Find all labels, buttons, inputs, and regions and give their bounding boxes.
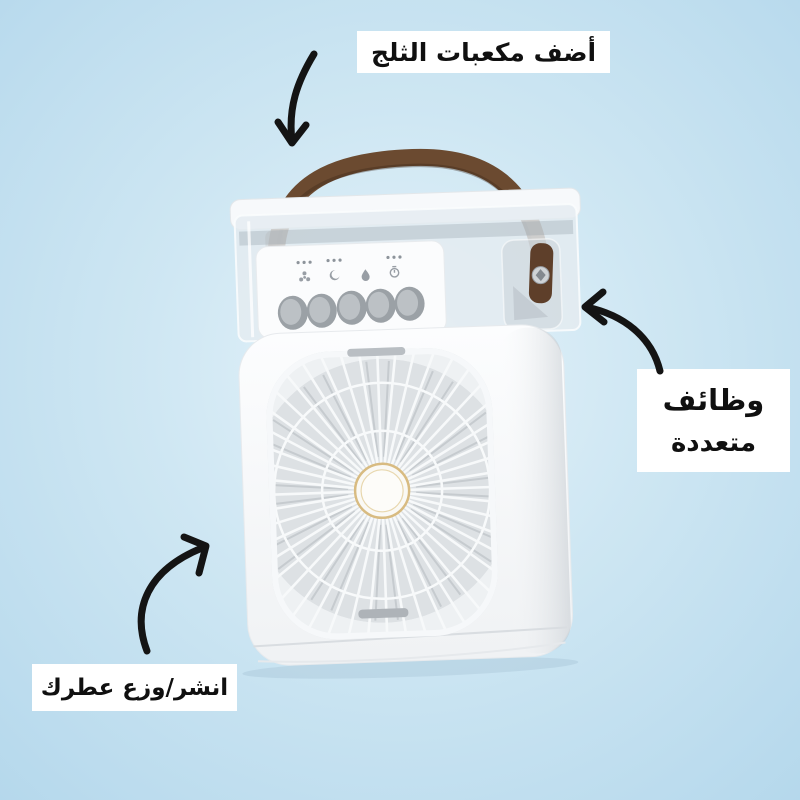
grille-spoke (404, 505, 495, 603)
reservoir-reflection (513, 286, 549, 321)
grille-spoke (269, 504, 360, 593)
grille-spoke (269, 501, 358, 571)
grille-spoke (269, 507, 362, 613)
grille-spoke (302, 351, 372, 466)
blade-texture-line (382, 360, 390, 457)
grille-spoke (269, 360, 363, 473)
grille-spoke (338, 517, 378, 637)
grille-spoke (402, 368, 495, 475)
blade-texture-line (399, 381, 454, 463)
grille-spoke (401, 508, 495, 622)
control-button (365, 288, 396, 323)
handle-rivet-pin (535, 269, 546, 282)
button-row (277, 286, 425, 330)
blade-texture-line (401, 517, 462, 596)
arrow-add-ice (274, 50, 318, 147)
grille-spoke (387, 351, 427, 464)
night-mode-icon (329, 270, 340, 281)
grille-spoke (407, 499, 495, 559)
mist-icon (361, 269, 370, 282)
control-panel (255, 240, 447, 340)
annotation-multi-function: وظائف متعددة (637, 369, 790, 472)
timer-icon (389, 265, 400, 278)
grille-spoke (392, 515, 463, 637)
grille-spoke (406, 502, 495, 582)
blade-texture-line (303, 386, 363, 465)
grille-spoke (269, 423, 357, 483)
control-button (306, 293, 337, 328)
grille-spoke (381, 518, 391, 637)
grille-notch-top (347, 347, 406, 357)
grille-spoke (389, 517, 439, 637)
grille-spoke (390, 351, 450, 465)
blade-texture-line (269, 505, 353, 551)
grille-spoke (349, 351, 379, 464)
grille-spoke (385, 518, 415, 637)
annotation-multi-function-line2: متعددة (670, 427, 757, 458)
blade-texture-line (272, 419, 355, 474)
blade-texture-line (413, 503, 495, 543)
grille-spoke (405, 389, 495, 478)
grille-spoke (383, 351, 402, 464)
grille-spoke (269, 400, 359, 479)
control-button (277, 295, 308, 330)
grille-spoke (394, 351, 473, 467)
blade-texture-line (269, 439, 352, 479)
arrow-spray-perfume (137, 533, 210, 655)
grille-spoke (269, 379, 361, 476)
blade-texture-line (374, 524, 382, 621)
fan-hub (353, 462, 411, 520)
body-side-shading (497, 327, 571, 654)
blade-texture-line (277, 510, 356, 570)
base-lip (257, 641, 566, 663)
fan-speed-icon (299, 271, 311, 282)
blade-texture-line (269, 483, 349, 490)
grille-notch-bottom (358, 608, 409, 619)
annotation-multi-function-line1: وظائف (662, 382, 765, 417)
control-button (336, 290, 367, 325)
blade-texture-line (365, 361, 379, 458)
tank-left-seam (247, 221, 255, 338)
blade-texture-line (415, 473, 495, 488)
grille-spoke (269, 446, 356, 486)
annotation-spray-perfume: انشر/وزع عطرك (32, 664, 237, 711)
tank-inner-shadow (238, 219, 574, 246)
grille-spoke (374, 351, 383, 463)
arrow-multi-function (581, 288, 664, 375)
grille-spoke (409, 495, 495, 535)
grille-spoke (408, 433, 495, 484)
indicator-dots (296, 255, 402, 265)
blade-texture-line (394, 370, 434, 460)
blade-texture-line (416, 491, 495, 499)
control-button (394, 286, 425, 321)
grille-spoke (407, 410, 495, 481)
blade-texture-line (411, 430, 495, 477)
blade-texture-line (408, 411, 487, 472)
blade-texture-line (330, 521, 370, 611)
grille-spoke (314, 516, 374, 637)
grille-spoke (325, 351, 376, 465)
ground-shadow (242, 657, 579, 679)
blade-texture-line (322, 374, 368, 461)
grille-spoke (362, 518, 381, 637)
blade-texture-line (385, 524, 399, 620)
blade-texture-line (310, 518, 365, 601)
grille-spoke (269, 497, 356, 548)
blade-texture-line (410, 508, 492, 563)
control-icons (299, 265, 400, 282)
fan-grille (266, 347, 498, 640)
blade-texture-line (396, 520, 442, 608)
handle-anchor-right (528, 243, 554, 304)
blade-texture-line (269, 493, 349, 508)
annotation-add-ice: أضف مكعبات الثلج (357, 31, 610, 73)
